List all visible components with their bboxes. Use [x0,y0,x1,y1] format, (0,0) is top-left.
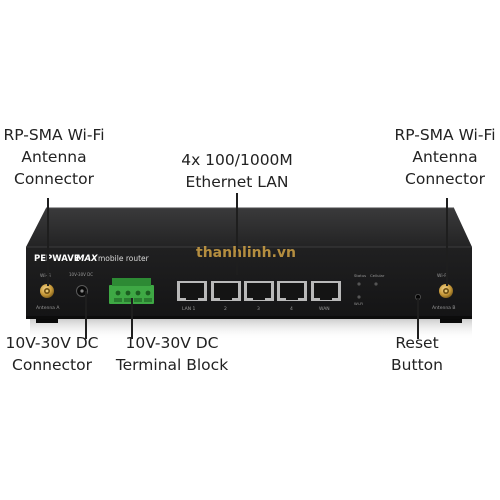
label-dc-in: 10V-30V DC [69,272,93,277]
cellular-led [374,282,378,286]
wan-port [311,281,341,301]
leader-reset [417,298,419,339]
callout-antenna-a: RP-SMA Wi-Fi Antenna Connector [0,124,108,190]
lan-port-3 [244,281,274,301]
label-wifi-right: Wi-Fi [437,273,448,279]
brand-model: MAX [76,254,98,264]
foot-right [440,319,462,323]
label-lan1: LAN 1 [182,306,195,312]
callout-reset: Reset Button [380,332,454,376]
callout-line: 4x 100/1000M [181,151,293,169]
wifi-led [357,295,361,299]
status-led [357,282,361,286]
leader-terminal-block [131,298,133,339]
callout-line: Terminal Block [115,356,229,374]
foot-left [36,319,58,323]
callout-line: RP-SMA Wi-Fi [3,126,105,144]
label-lan2: 2 [224,306,227,312]
callout-line: 10V-30V DC [5,334,99,352]
label-status: Status [354,273,366,278]
label-lan3: 3 [257,306,260,312]
brand-suffix: mobile router [98,254,150,263]
callout-line: Connector [14,170,94,188]
label-wan: WAN [319,306,330,312]
leader-ethernet [236,193,238,275]
leader-dc-connector [85,291,87,339]
callout-ethernet: 4x 100/1000M Ethernet LAN [174,149,300,193]
callout-line: Antenna [412,148,478,166]
label-antenna-b: Antenna B [432,305,455,311]
label-antenna-a: Antenna A [36,305,60,311]
lan-port-2 [211,281,241,301]
floor-shadow [30,318,472,340]
callout-line: Reset [395,334,439,352]
callout-dc-connector: 10V-30V DC Connector [0,332,104,376]
lan-port-4 [277,281,307,301]
watermark: thanhlinh.vn [196,245,296,261]
label-lan4: 4 [290,306,293,312]
callout-antenna-b: RP-SMA Wi-Fi Antenna Connector [390,124,500,190]
chassis-top [26,208,472,247]
callout-line: 10V-30V DC [125,334,219,352]
callout-line: Antenna [21,148,87,166]
leader-antenna-b [446,198,448,286]
callout-line: RP-SMA Wi-Fi [394,126,496,144]
label-wifi-led: Wi-Fi [354,301,363,306]
label-cellular: Cellular [370,273,385,278]
brand-prefix: PEPWAVE [34,254,80,264]
callout-line: Ethernet LAN [185,173,289,191]
callout-line: Connector [405,170,485,188]
lan-port-1 [177,281,207,301]
callout-line: Connector [12,356,92,374]
callout-terminal-block: 10V-30V DC Terminal Block [108,332,236,376]
label-wifi-left: Wi-Fi [40,273,51,279]
leader-antenna-a [47,198,49,286]
callout-line: Button [391,356,443,374]
